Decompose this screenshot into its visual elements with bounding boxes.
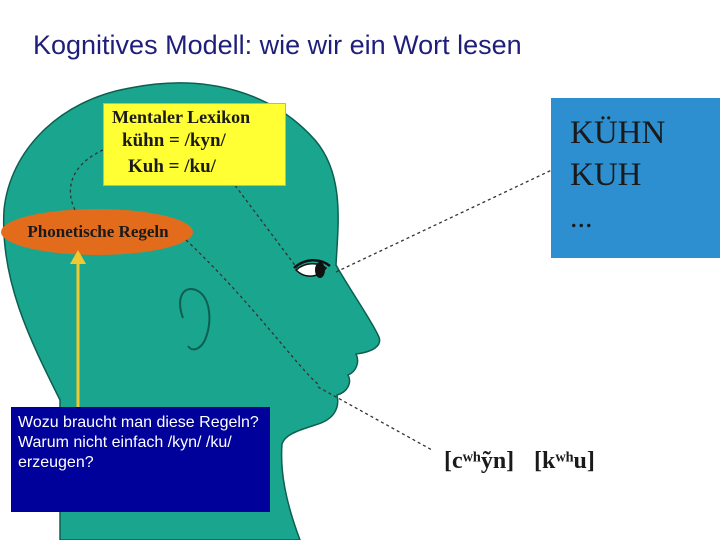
lexicon-heading: Mentaler Lexikon <box>112 107 251 127</box>
lexicon-entry: kühn = /kyn/ <box>122 130 226 151</box>
phonetic-rules-label: Phonetische Regeln <box>27 222 169 241</box>
connector-lines <box>69 149 557 451</box>
written-word-ellipsis: ... <box>570 201 593 234</box>
mental-lexicon-box: Mentaler Lexikon kühn = /kyn/ Kuh = /ku/ <box>103 103 286 186</box>
ear-icon <box>179 288 211 351</box>
connector-lexicon-eye <box>227 175 301 273</box>
connector-mouth-transcription <box>317 386 433 451</box>
transcription-kuehn: [cʷʰỹn] <box>444 448 515 474</box>
slide-title: Kognitives Modell: wie wir ein Wort lese… <box>33 30 522 60</box>
rules-arrow <box>70 250 86 407</box>
connector-lexicon-rules <box>69 149 104 211</box>
written-word: KÜHN <box>570 115 666 151</box>
connector-eye-words <box>335 167 557 273</box>
written-word: KUH <box>570 157 642 193</box>
written-words-box: KÜHN KUH ... <box>551 98 720 258</box>
rules-oval <box>1 209 193 255</box>
connector-rules-mouth <box>185 239 319 385</box>
eye-icon <box>293 259 331 278</box>
lexicon-entry: Kuh = /ku/ <box>128 156 216 177</box>
question-box: Wozu braucht man diese Regeln? Warum nic… <box>11 407 270 512</box>
transcription-kuh: [kʷʰu] <box>534 448 595 474</box>
